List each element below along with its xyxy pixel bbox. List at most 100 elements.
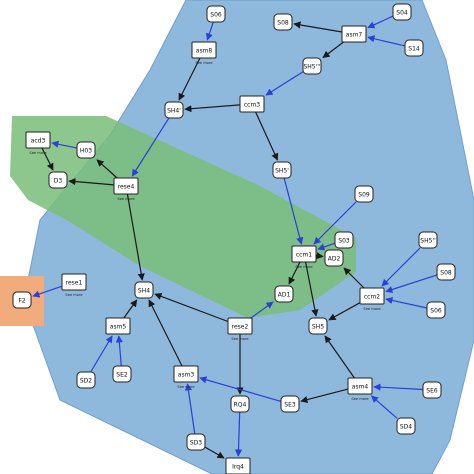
- edge-SD4-to-asm4: [370, 395, 398, 419]
- edge-SE6-to-asm4: [373, 383, 424, 391]
- edge-asm5-to-SH4: [123, 299, 138, 319]
- node-label: SD2: [80, 378, 92, 385]
- node-see-more-link[interactable]: See more: [295, 265, 313, 269]
- node-box: [341, 25, 367, 43]
- node-label: SE6: [426, 388, 438, 395]
- node-ccm3[interactable]: ccm3: [239, 95, 265, 113]
- node-label: AD2: [328, 256, 341, 263]
- node-S14[interactable]: S14: [404, 39, 424, 57]
- edge-acd3-to-D3: [41, 147, 54, 171]
- edge-ccm1-to-SH5: [305, 261, 319, 317]
- node-label: S06: [210, 12, 222, 19]
- node-asm5[interactable]: asm5: [105, 317, 131, 335]
- node-label: S06: [430, 308, 442, 315]
- node-label: S04: [396, 10, 408, 17]
- node-see-more-link[interactable]: See more: [231, 337, 249, 341]
- node-label: asm4: [352, 384, 369, 391]
- node-Irq4[interactable]: Irq4: [225, 457, 251, 474]
- node-asm7[interactable]: asm7: [341, 25, 367, 43]
- node-D3[interactable]: D3: [48, 171, 68, 189]
- edge-SD3-to-asm3: [184, 383, 196, 435]
- edge-asm8-to-SH4p: [178, 57, 201, 101]
- node-S08[interactable]: S08: [273, 13, 293, 31]
- node-SE2[interactable]: SE2: [112, 365, 132, 383]
- node-SD2[interactable]: SD2: [76, 371, 96, 389]
- node-S06[interactable]: S06: [206, 5, 226, 23]
- edge-rese2-to-AD1: [250, 301, 274, 319]
- node-SD3[interactable]: SD3: [186, 433, 206, 451]
- node-S03[interactable]: S03: [334, 231, 354, 249]
- node-see-more-link[interactable]: See more: [177, 385, 195, 389]
- node-box: [227, 317, 253, 335]
- node-see-more-link[interactable]: See more: [363, 307, 381, 311]
- node-F2[interactable]: F2: [12, 291, 32, 309]
- edge-asm3-to-SH4: [148, 299, 183, 367]
- edge-S04a-to-asm7: [367, 15, 394, 29]
- edge-rese1-to-F2: [32, 285, 63, 298]
- node-SD4[interactable]: SD4: [396, 417, 416, 435]
- node-label: ccm1: [296, 252, 312, 259]
- node-see-more-link[interactable]: See more: [195, 61, 213, 65]
- node-S04a[interactable]: S04: [392, 3, 412, 21]
- node-box: [134, 281, 154, 299]
- node-box: [273, 13, 293, 31]
- node-S09[interactable]: S09: [354, 185, 374, 203]
- node-box: [225, 457, 251, 474]
- node-SH5[interactable]: SH5: [308, 317, 328, 335]
- node-box: [422, 381, 442, 399]
- node-SH5pp[interactable]: SH5'': [418, 231, 438, 249]
- node-SE3[interactable]: SE3: [280, 395, 300, 413]
- node-SE6[interactable]: SE6: [422, 381, 442, 399]
- node-box: [302, 57, 322, 75]
- node-H03[interactable]: H03: [76, 141, 96, 159]
- node-SH4p[interactable]: SH4': [164, 101, 184, 119]
- node-SH5p[interactable]: SH5': [272, 161, 292, 179]
- node-label: asm7: [346, 32, 363, 39]
- node-see-more-link[interactable]: See more: [65, 293, 83, 297]
- node-box: [280, 395, 300, 413]
- node-label: SD4: [400, 424, 412, 431]
- node-S06b[interactable]: S06: [426, 301, 446, 319]
- node-S08b[interactable]: S08: [436, 263, 456, 281]
- node-SH5ppp[interactable]: SH5''': [302, 57, 322, 75]
- node-box: [426, 301, 446, 319]
- node-AD2[interactable]: AD2: [324, 249, 344, 267]
- edge-asm7-to-S08: [293, 21, 343, 33]
- edge-S03-to-ccm1: [317, 242, 336, 251]
- node-see-more-link[interactable]: See more: [29, 151, 47, 155]
- node-SH4[interactable]: SH4: [134, 281, 154, 299]
- node-box: [291, 245, 317, 263]
- edge-rese2-to-SH4: [154, 293, 229, 323]
- node-box: [206, 5, 226, 23]
- node-box: [347, 377, 373, 395]
- node-box: [274, 285, 294, 303]
- node-box: [396, 417, 416, 435]
- node-label: SH4': [167, 108, 181, 115]
- node-box: [173, 365, 199, 383]
- node-box: [359, 287, 385, 305]
- edge-H03-to-acd3: [51, 140, 78, 149]
- node-RQ4[interactable]: RQ4: [230, 395, 250, 413]
- edge-ccm3-to-SH5p: [255, 111, 279, 161]
- edge-SE3-to-asm3: [199, 376, 282, 402]
- node-box: [418, 231, 438, 249]
- node-box: [12, 291, 32, 309]
- node-AD1[interactable]: AD1: [274, 285, 294, 303]
- node-label: acd3: [31, 138, 46, 145]
- node-label: S09: [358, 192, 370, 199]
- node-label: SH4: [138, 288, 150, 295]
- node-see-more-link[interactable]: See more: [117, 197, 135, 201]
- node-see-more-link[interactable]: See more: [351, 397, 369, 401]
- edge-S06b-to-ccm2: [385, 296, 428, 309]
